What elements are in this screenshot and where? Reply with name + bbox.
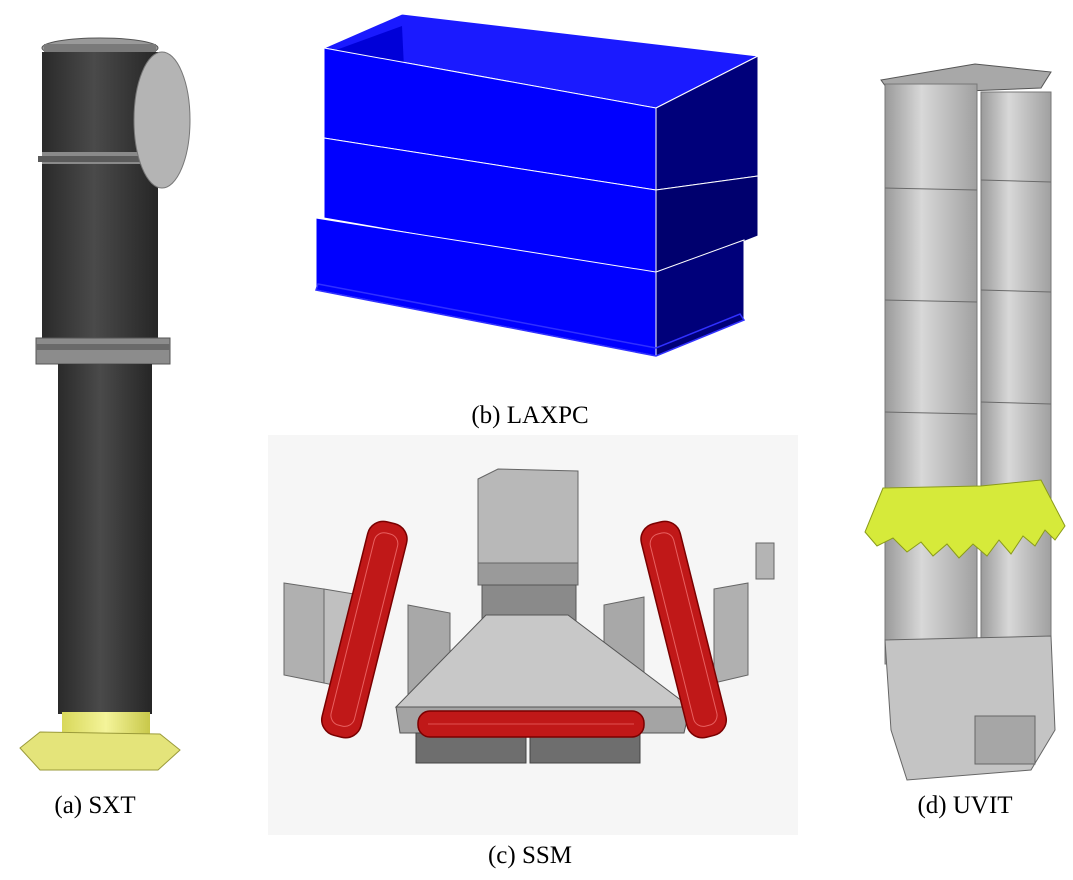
sxt-telescope-drawing [19, 37, 191, 771]
caption-sxt: (a) SXT [54, 792, 136, 819]
caption-laxpc: (b) LAXPC [471, 402, 589, 429]
ssm-figure [268, 435, 798, 835]
laxpc-figure [300, 0, 760, 370]
laxpc-detector-drawing [315, 13, 760, 357]
caption-uvit: (d) UVIT [917, 792, 1013, 819]
sxt-figure [0, 0, 200, 780]
uvit-telescope-drawing [864, 63, 1066, 781]
ssm-module-drawing [268, 435, 798, 835]
uvit-figure [855, 40, 1070, 790]
caption-ssm: (c) SSM [487, 842, 573, 869]
